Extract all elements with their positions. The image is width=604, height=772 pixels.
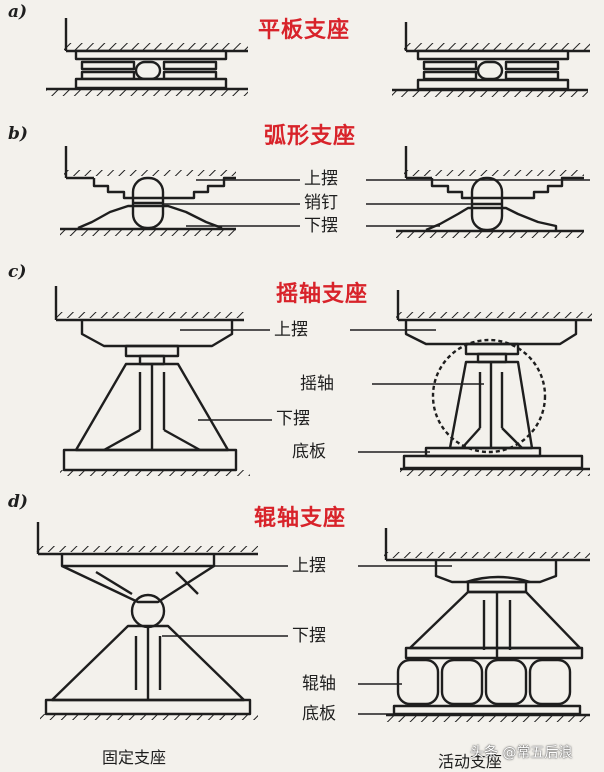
label-d-lower-rocker: 下摆	[290, 626, 328, 646]
title-arc-bearing: 弧形支座	[264, 124, 357, 149]
label-c-base-plate: 底板	[290, 442, 328, 462]
watermark: 头条 @常五后浪	[470, 745, 573, 761]
panel-letter-c: c)	[8, 262, 27, 282]
panel-a-movable-bearing	[392, 22, 590, 97]
label-d-upper-rocker: 上摆	[290, 556, 328, 576]
panel-c-movable-bearing	[396, 290, 592, 476]
panel-a-fixed-bearing	[46, 18, 248, 96]
title-flat-plate-bearing: 平板支座	[258, 18, 351, 43]
label-b-pin: 销钉	[302, 193, 340, 213]
panel-d-movable-bearing	[384, 528, 590, 722]
panel-letter-a: a)	[8, 2, 28, 22]
label-d-base-plate: 底板	[300, 704, 338, 724]
panel-b-fixed-bearing	[60, 146, 236, 236]
label-b-lower-rocker: 下摆	[302, 216, 340, 236]
caption-movable-bearing: 活动支座	[438, 752, 503, 771]
label-c-upper-rocker: 上摆	[272, 320, 310, 340]
label-d-roller: 辊轴	[300, 674, 338, 694]
label-c-rocker-shaft: 摇轴	[298, 374, 336, 394]
panel-letter-d: d)	[8, 492, 28, 512]
title-rocker-bearing: 摇轴支座	[276, 282, 369, 307]
label-c-lower-rocker: 下摆	[274, 409, 312, 429]
panel-d-leader-lines	[162, 565, 452, 715]
panel-b-movable-bearing	[396, 146, 584, 238]
panel-b-leader-lines	[163, 179, 590, 227]
label-b-upper-rocker: 上摆	[302, 169, 340, 189]
panel-c-leader-lines	[180, 329, 484, 453]
panel-d-fixed-bearing	[36, 522, 258, 720]
panel-c-fixed-bearing	[54, 286, 250, 476]
title-roller-bearing: 辊轴支座	[254, 506, 347, 531]
caption-fixed-bearing: 固定支座	[102, 748, 167, 767]
panel-letter-b: b)	[8, 124, 28, 144]
